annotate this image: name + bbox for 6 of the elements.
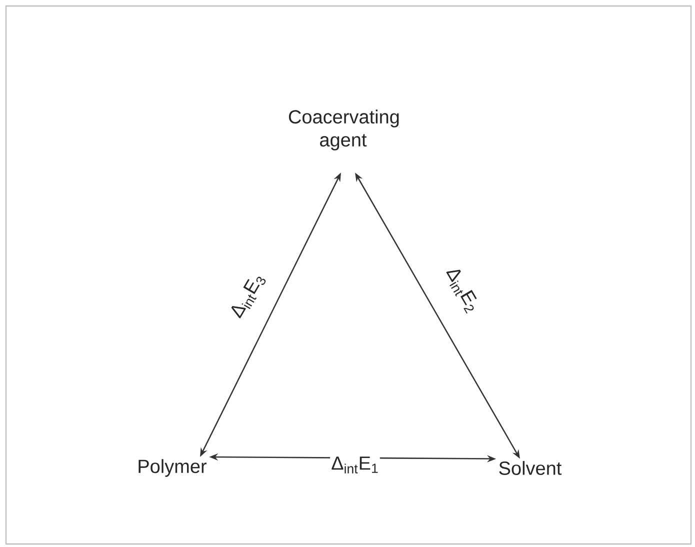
node-label: Solvent [499,461,562,475]
edge-label: Δ$_{int}$E$_{3}$ [227,270,269,322]
node-label: Coacervating agent [288,110,399,150]
node-label: Polymer [138,459,207,477]
edge-label: Δ$_{int}$E$_{2}$ [441,264,483,316]
edge-label: Δ$_{int}$E$_{1}$ [330,456,380,474]
